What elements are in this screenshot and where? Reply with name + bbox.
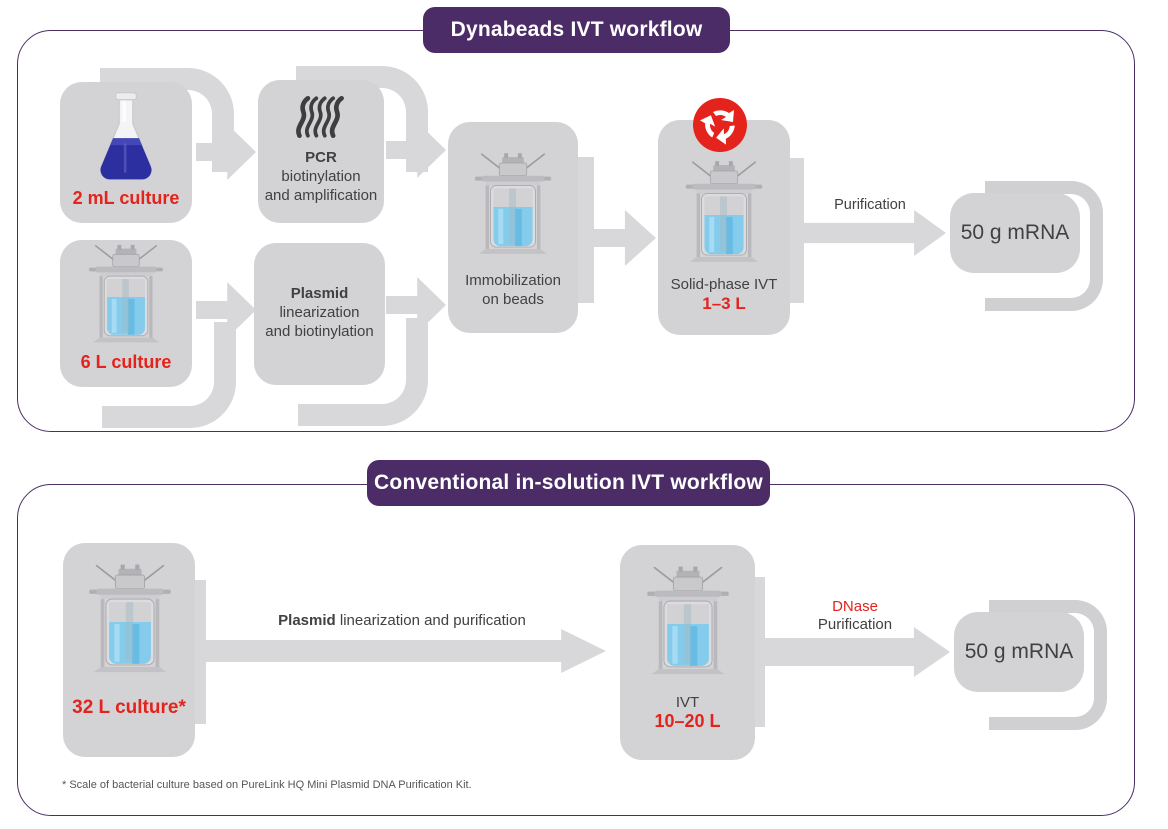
label-plasmid-line2: linearization xyxy=(279,304,360,321)
label-purification: Purification xyxy=(834,197,906,213)
label-ivt: IVT 10–20 L xyxy=(620,693,755,732)
label-mrna-result: 50 g mRNA xyxy=(964,640,1074,663)
label-solid-phase-ivt: Solid-phase IVT 1–3 L xyxy=(658,275,790,314)
swoosh-ribbon xyxy=(102,322,236,428)
label-2ml-culture: 2 mL culture xyxy=(72,188,180,208)
bioreactor-icon xyxy=(83,555,177,687)
label-plasmid-linearization-bold: Plasmid xyxy=(278,612,336,629)
result-bracket xyxy=(989,600,1107,730)
label-plasmid: Plasmid linearization and biotinylation xyxy=(254,284,385,341)
step-box-plasmid xyxy=(254,243,385,385)
dynabeads-title-text: Dynabeads IVT workflow xyxy=(450,18,703,41)
flask-icon xyxy=(81,92,171,188)
label-immobilization: Immobilization on beads xyxy=(448,271,578,309)
bioreactor-icon xyxy=(641,558,735,688)
label-plasmid-linearization-rest: linearization and purification xyxy=(335,612,526,629)
label-pcr-line2: biotinylation xyxy=(281,168,361,185)
bioreactor-icon xyxy=(81,243,171,349)
label-ivt-text: IVT xyxy=(675,694,700,711)
dynabeads-panel-title: Dynabeads IVT workflow xyxy=(423,7,730,53)
bioreactor-icon xyxy=(680,158,768,270)
label-mrna-result: 50 g mRNA xyxy=(960,221,1070,244)
label-dnase: DNase xyxy=(832,598,878,615)
label-plasmid-line3: and biotinylation xyxy=(265,323,374,340)
pcr-strands-icon xyxy=(292,94,350,140)
conventional-panel-title: Conventional in-solution IVT workflow xyxy=(367,460,770,506)
label-ivt-volume: 1–3 L xyxy=(702,294,746,313)
label-6l-culture: 6 L culture xyxy=(80,352,172,372)
footnote-text: * Scale of bacterial culture based on Pu… xyxy=(62,779,472,791)
result-bracket xyxy=(985,181,1103,311)
label-solid-phase-ivt-text: Solid-phase IVT xyxy=(670,276,778,293)
swoosh-ribbon xyxy=(298,318,428,426)
bioreactor-icon xyxy=(469,150,557,262)
label-plasmid-bold: Plasmid xyxy=(290,285,349,302)
label-immobilization-line1: Immobilization xyxy=(465,272,561,289)
label-pcr: PCR biotinylation and amplification xyxy=(258,148,384,205)
label-pcr-line3: and amplification xyxy=(264,187,378,204)
label-32l-culture: 32 L culture* xyxy=(72,697,186,718)
label-dnase-purification: DNase Purification xyxy=(760,598,950,634)
result-box-mrna xyxy=(950,193,1080,273)
recycle-icon xyxy=(693,98,747,152)
label-purification2: Purification xyxy=(817,616,893,633)
label-ivt2-volume: 10–20 L xyxy=(654,711,721,731)
result-box-mrna xyxy=(954,612,1084,692)
label-immobilization-line2: on beads xyxy=(482,291,544,308)
label-pcr-bold: PCR xyxy=(305,149,337,166)
label-plasmid-linearization: Plasmid linearization and purification xyxy=(198,612,606,630)
conventional-title-text: Conventional in-solution IVT workflow xyxy=(374,471,763,494)
